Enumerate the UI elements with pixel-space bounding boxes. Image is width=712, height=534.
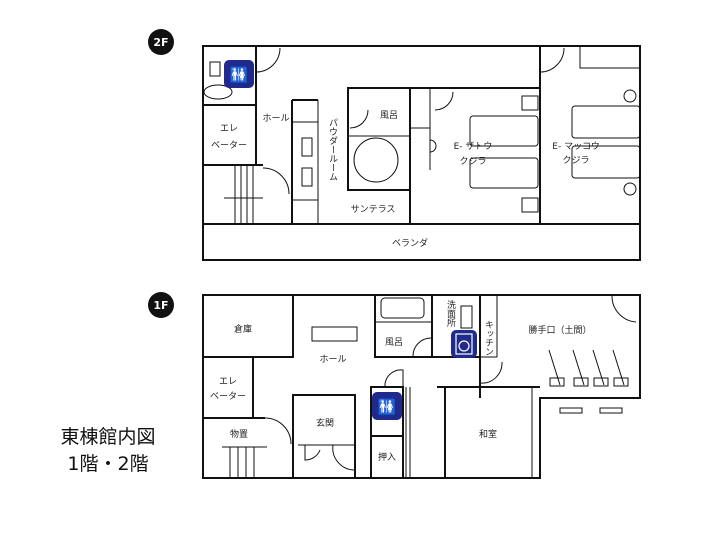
room-powder-2f: パウダールーム: [327, 118, 338, 181]
floor-2-labels: ホール エレ ベーター パウダールーム 風呂 サンテラス E- ザトウ クジラ …: [211, 110, 600, 249]
svg-text:風呂: 風呂: [380, 110, 398, 121]
svg-text:玄関: 玄関: [316, 417, 334, 429]
svg-text:倉庫: 倉庫: [234, 323, 252, 335]
map-subtitle: 1階・2階: [67, 453, 148, 475]
svg-text:ホール: ホール: [319, 354, 346, 365]
svg-text:E- ザトウ: E- ザトウ: [454, 141, 493, 152]
svg-text:クジラ: クジラ: [459, 156, 486, 167]
svg-text:🚻: 🚻: [378, 398, 397, 416]
floor-badge-1f: 1F: [148, 292, 174, 318]
floor-badge-2f: 2F: [148, 29, 174, 55]
svg-text:物置: 物置: [230, 428, 248, 440]
map-title: 東棟館内図: [60, 426, 155, 448]
svg-text:ベーター: ベーター: [210, 391, 246, 402]
floor-1-labels: 倉庫 ホール 風呂 洗面所 キッチン 勝手口（土間） エレ ベーター 物置 玄関…: [210, 299, 592, 463]
svg-text:洗面所: 洗面所: [445, 299, 456, 328]
restroom-icon: 🚻: [224, 60, 254, 88]
svg-text:勝手口（土間）: 勝手口（土間）: [528, 324, 591, 336]
restroom-icon-1f: 🚻: [372, 392, 402, 420]
bicycles: [548, 349, 629, 387]
svg-text:風呂: 風呂: [385, 337, 403, 348]
svg-text:和室: 和室: [479, 428, 497, 440]
floor-1-plan: [202, 294, 641, 479]
svg-text:サンテラス: サンテラス: [351, 204, 396, 215]
svg-text:エレ: エレ: [220, 124, 238, 134]
svg-text:E- マッコウ: E- マッコウ: [552, 141, 599, 152]
washing-machine-icon: [451, 330, 477, 358]
svg-text:2F: 2F: [153, 36, 168, 49]
svg-text:ベーター: ベーター: [211, 140, 247, 151]
svg-text:クジラ: クジラ: [562, 155, 589, 166]
svg-text:1F: 1F: [153, 299, 168, 312]
svg-text:ベランダ: ベランダ: [392, 237, 428, 249]
svg-text:キッチン: キッチン: [483, 320, 494, 356]
svg-text:エレ: エレ: [219, 377, 237, 387]
floor-2-plan: [202, 45, 641, 261]
svg-text:押入: 押入: [378, 451, 396, 463]
room-hall-2f: ホール: [262, 113, 289, 124]
svg-text:🚻: 🚻: [230, 66, 249, 84]
stairs-2f: [224, 165, 290, 224]
